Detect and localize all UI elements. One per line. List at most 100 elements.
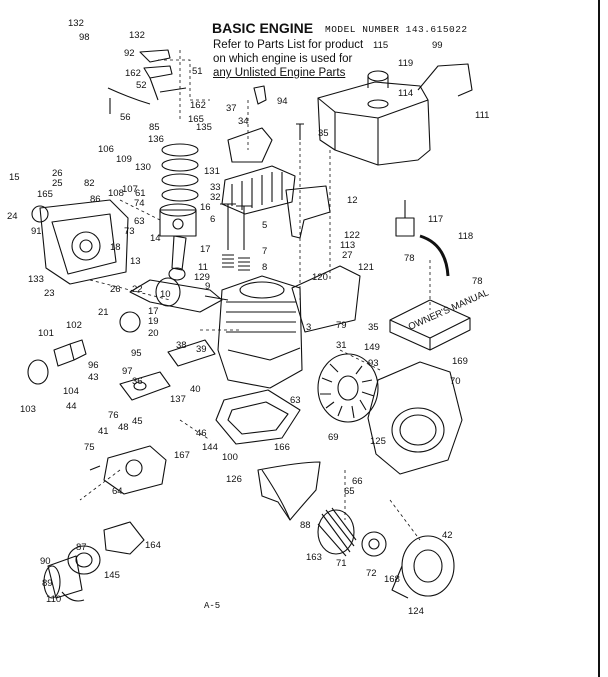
- part-callout: 96: [88, 360, 99, 371]
- part-callout: 38: [176, 340, 187, 351]
- part-callout: 124: [408, 606, 424, 617]
- part-callout: 120: [312, 272, 328, 283]
- piston-rings: [161, 143, 199, 202]
- part-callout: 76: [108, 410, 119, 421]
- part-callout: 98: [79, 32, 90, 43]
- part-callout: 135: [196, 122, 212, 133]
- base-gasket: [215, 389, 301, 445]
- part-callout: 31: [336, 340, 347, 351]
- part-callout: 63: [290, 395, 301, 406]
- part-callout: 20: [148, 328, 159, 339]
- part-callout: 89: [42, 578, 53, 589]
- part-callout: 169: [452, 356, 468, 367]
- part-callout: 166: [274, 442, 290, 453]
- part-callout: 26: [52, 168, 63, 179]
- part-callout: 78: [404, 253, 415, 264]
- part-callout: 17: [148, 306, 159, 317]
- part-callout: 46: [196, 428, 207, 439]
- part-callout: 118: [458, 231, 473, 242]
- part-callout: 100: [222, 452, 238, 463]
- part-callout: 73: [124, 226, 135, 237]
- flywheel: [317, 353, 379, 423]
- part-callout: 72: [366, 568, 377, 579]
- part-callout: 149: [364, 342, 380, 353]
- part-callout: 61: [135, 188, 146, 199]
- part-callout: 162: [125, 68, 141, 79]
- part-callout: 27: [342, 250, 353, 261]
- model-number: MODEL NUMBER 143.615022: [325, 24, 468, 35]
- part-callout: 52: [136, 80, 147, 91]
- air-cleaner: [43, 521, 145, 602]
- part-callout: 125: [370, 436, 386, 447]
- part-callout: 22: [132, 284, 143, 295]
- part-callout: 132: [129, 30, 145, 41]
- part-callout: 40: [190, 384, 201, 395]
- part-callout: 103: [20, 404, 36, 415]
- part-callout: 163: [306, 552, 322, 563]
- starter-cup: [317, 507, 357, 557]
- part-callout: 70: [450, 376, 461, 387]
- manual-cover-label: OWNER'S MANUAL: [407, 287, 491, 332]
- part-callout: 11: [198, 262, 208, 273]
- fuel-line: [419, 234, 450, 277]
- part-callout: 33: [210, 182, 221, 193]
- breather-plate: [227, 127, 273, 163]
- valves: [220, 203, 252, 250]
- oil-seal: [31, 205, 49, 223]
- part-callout: 71: [336, 558, 347, 569]
- part-callout: 117: [428, 214, 443, 225]
- blower-housing: [367, 361, 463, 475]
- part-callout: 122: [344, 230, 360, 241]
- part-callout: 37: [226, 103, 237, 114]
- crankshaft: [129, 277, 229, 313]
- part-callout: 41: [98, 426, 109, 437]
- part-callout: 79: [336, 320, 347, 331]
- intake-pipe-gasket: [167, 339, 216, 367]
- part-callout: 5: [262, 220, 267, 231]
- oil-shield: [257, 461, 321, 521]
- part-callout: 86: [90, 194, 101, 205]
- baffle-plate: [291, 265, 361, 333]
- bolt-35: [296, 123, 304, 140]
- instruction-line-3: any Unlisted Engine Parts: [213, 67, 346, 79]
- instruction-line-2: on which engine is used for: [213, 53, 353, 65]
- part-callout: 64: [112, 486, 123, 497]
- part-callout: 36: [132, 376, 143, 387]
- part-callout: 129: [194, 272, 210, 283]
- part-callout: 88: [300, 520, 311, 531]
- connecting-rod: [168, 235, 187, 281]
- part-callout: 35: [368, 322, 379, 333]
- part-callout: 34: [238, 116, 249, 127]
- part-callout: 44: [66, 401, 77, 412]
- part-callout: 107: [122, 184, 138, 195]
- cylinder-head: [221, 165, 296, 215]
- part-callout: 115: [373, 40, 388, 51]
- part-callout: 8: [262, 262, 267, 273]
- spark-plug: [253, 85, 267, 105]
- part-callout: 91: [31, 226, 42, 237]
- part-callout: 17: [200, 244, 211, 255]
- part-callout: 32: [210, 192, 221, 203]
- recoil-starter: [391, 535, 455, 599]
- part-callout: 90: [40, 556, 51, 567]
- part-callout: 56: [120, 112, 131, 123]
- part-callout: 85: [149, 122, 160, 133]
- part-callout: 26: [110, 284, 121, 295]
- part-callout: 16: [200, 202, 211, 213]
- part-callout: 168: [384, 574, 400, 585]
- part-callout: 167: [174, 450, 190, 461]
- part-callout: 51: [192, 66, 203, 77]
- part-callout: 165: [37, 189, 53, 200]
- crankcase-cover: [39, 199, 129, 285]
- part-callout: 109: [116, 154, 132, 165]
- part-callout: 6: [210, 214, 215, 225]
- part-callout: 65: [344, 486, 355, 497]
- part-callout: 9: [205, 281, 210, 292]
- control-bracket: [139, 49, 187, 101]
- part-callout: 48: [118, 422, 129, 433]
- part-callout: 102: [66, 320, 82, 331]
- part-callout: 119: [398, 58, 413, 69]
- part-callout: 82: [84, 178, 95, 189]
